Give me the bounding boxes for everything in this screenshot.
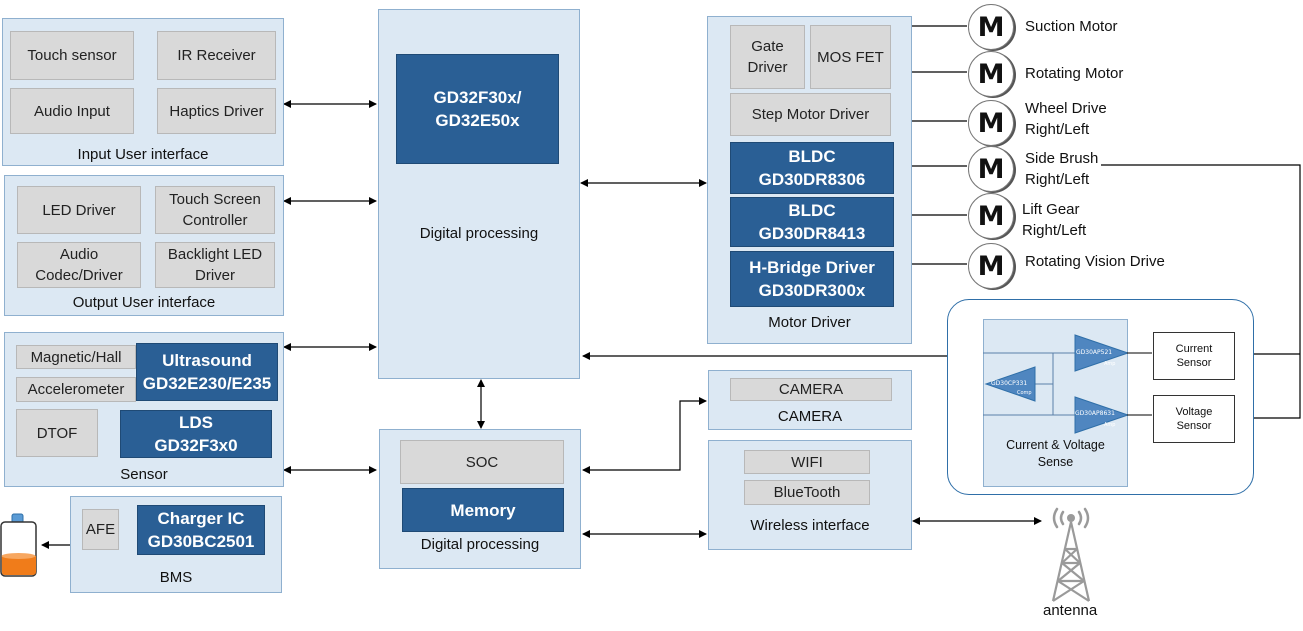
vision-drive-motor-icon: M — [968, 243, 1014, 289]
step-motor-driver-box: Step Motor Driver — [730, 93, 891, 136]
camera-title: CAMERA — [777, 408, 843, 425]
amp1-label: GD30AP521 — [1076, 349, 1113, 356]
touch-screen-controller-box: Touch Screen Controller — [155, 186, 275, 234]
haptics-driver-box: Haptics Driver — [157, 88, 276, 134]
rotating-motor-icon: M — [968, 51, 1014, 97]
sensor-panel: Magnetic/Hall Ultrasound GD32E230/E235 A… — [4, 332, 284, 487]
memory-box: Memory — [402, 488, 564, 532]
gate-driver-box: Gate Driver — [730, 25, 805, 89]
charger-ic-box: Charger IC GD30BC2501 — [137, 505, 265, 555]
sense-circuit-schematic — [983, 334, 1128, 434]
amp2-label: GD30AP8631 — [1075, 410, 1115, 417]
motor-driver-title: Motor Driver — [768, 314, 851, 331]
audio-codec-box: Audio Codec/Driver — [17, 242, 141, 288]
output-ui-panel: LED Driver Touch Screen Controller Audio… — [4, 175, 284, 316]
current-sensor-box: Current Sensor — [1153, 332, 1235, 380]
comp-label: GD30CP331 — [991, 380, 1028, 387]
wireless-title: Wireless interface — [750, 517, 870, 534]
mcu-label: Digital processing — [419, 225, 539, 242]
wheel-drive-motor-icon: M — [968, 100, 1014, 146]
bldc-8413-box: BLDC GD30DR8413 — [730, 197, 894, 247]
voltage-sensor-label: Voltage Sensor — [1175, 406, 1213, 432]
main-mcu-panel: GD32F30x/ GD32E50x Digital processing — [378, 9, 580, 379]
side-brush-label: Side Brush Right/Left — [1025, 150, 1099, 188]
sense-panel: GD30AP521 Amp GD30CP331 Comp GD30AP8631 … — [947, 299, 1254, 495]
touch-sensor-box: Touch sensor — [10, 31, 134, 80]
antenna-icon — [1043, 505, 1099, 603]
amp2-triangle — [1074, 396, 1128, 434]
ir-receiver-box: IR Receiver — [157, 31, 276, 80]
side-brush-sense-line — [1101, 164, 1301, 422]
rotating-motor-label: Rotating Motor — [1025, 65, 1124, 82]
hbridge-driver-box: H-Bridge Driver GD30DR300x — [730, 251, 894, 307]
input-ui-panel: Touch sensor IR Receiver Audio Input Hap… — [2, 18, 284, 166]
arrow-soc-camera — [582, 397, 707, 474]
amp2-sub-label: Amp — [1104, 422, 1116, 428]
magnetic-hall-box: Magnetic/Hall — [16, 345, 136, 369]
motor-driver-panel: Gate Driver MOS FET Step Motor Driver BL… — [707, 16, 912, 344]
bluetooth-box: BlueTooth — [744, 480, 870, 505]
input-ui-title: Input User interface — [77, 146, 209, 163]
antenna-label: antenna — [1043, 602, 1098, 619]
camera-inner-box: CAMERA — [730, 378, 892, 401]
suction-motor-icon: M — [968, 4, 1014, 50]
vision-drive-label: Rotating Vision Drive — [1025, 253, 1165, 270]
soc-panel: SOC Memory Digital processing — [379, 429, 581, 569]
camera-panel: CAMERA CAMERA — [708, 370, 912, 430]
soc-box: SOC — [400, 440, 564, 484]
afe-box: AFE — [82, 509, 119, 550]
sensor-title: Sensor — [120, 466, 168, 483]
wireless-panel: WIFI BlueTooth Wireless interface — [708, 440, 912, 550]
bldc-8306-box: BLDC GD30DR8306 — [730, 142, 894, 194]
dtof-box: DTOF — [16, 409, 98, 457]
lift-gear-motor-icon: M — [968, 193, 1014, 239]
amp1-sub-label: Amp — [1104, 361, 1116, 367]
suction-motor-label: Suction Motor — [1025, 18, 1118, 35]
bms-title: BMS — [159, 569, 193, 586]
ultrasound-box: Ultrasound GD32E230/E235 — [136, 343, 278, 401]
voltage-sensor-box: Voltage Sensor — [1153, 395, 1235, 443]
battery-icon — [0, 512, 38, 578]
accelerometer-box: Accelerometer — [16, 377, 136, 402]
mcu-chip-box: GD32F30x/ GD32E50x — [396, 54, 559, 164]
soc-label: Digital processing — [420, 536, 540, 553]
audio-input-box: Audio Input — [10, 88, 134, 134]
wheel-drive-label: Wheel Drive Right/Left — [1025, 100, 1107, 138]
backlight-led-driver-box: Backlight LED Driver — [155, 242, 275, 288]
mos-fet-box: MOS FET — [810, 25, 891, 89]
wifi-box: WIFI — [744, 450, 870, 474]
comp-triangle — [984, 366, 1036, 402]
sense-title: Current & Voltage Sense — [1006, 438, 1105, 469]
lift-gear-label: Lift Gear Right/Left — [1022, 201, 1087, 239]
amp1-triangle — [1074, 334, 1128, 372]
bms-panel: AFE Charger IC GD30BC2501 BMS — [70, 496, 282, 593]
led-driver-box: LED Driver — [17, 186, 141, 234]
lds-box: LDS GD32F3x0 — [120, 410, 272, 458]
current-sensor-label: Current Sensor — [1175, 343, 1213, 369]
comp-sub-label: Comp — [1017, 390, 1032, 396]
output-ui-title: Output User interface — [72, 294, 216, 311]
side-brush-motor-icon: M — [968, 146, 1014, 192]
